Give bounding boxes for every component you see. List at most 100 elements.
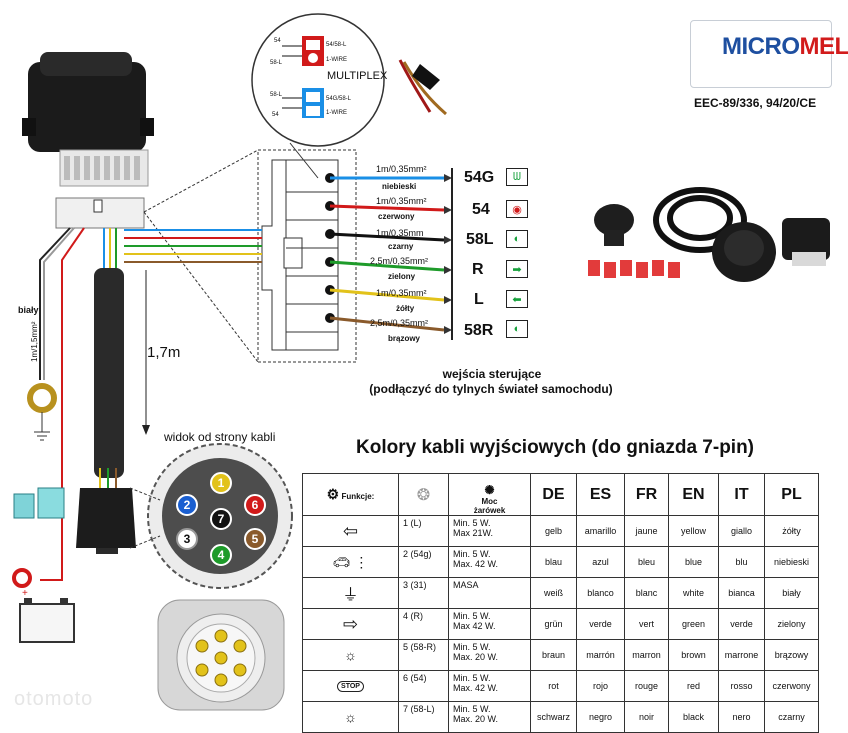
wire-spec-l: 1m/0,35mm² bbox=[376, 288, 427, 298]
name-fr: rouge bbox=[625, 671, 669, 702]
table-row: 🚗︎ ⋮ 2 (54g) Min. 5 W. Max. 42 W. blau a… bbox=[303, 547, 819, 578]
name-fr: noir bbox=[625, 702, 669, 733]
signal-l: L bbox=[474, 291, 484, 309]
functions-label: Funkcje: bbox=[341, 492, 374, 501]
name-fr: blanc bbox=[625, 578, 669, 609]
table-row: STOP 6 (54) Min. 5 W. Max. 42 W. rot roj… bbox=[303, 671, 819, 702]
name-de: grün bbox=[531, 609, 577, 640]
power-cell: Min. 5 W. Max. 42 W. bbox=[449, 547, 531, 578]
table-header-row: ⚙ Funkcje: ❂ ✺ Moc żarówek DE ES FR EN I… bbox=[303, 474, 819, 516]
table-row: ☼ 7 (58-L) Min. 5 W. Max. 20 W. schwarz … bbox=[303, 702, 819, 733]
ground-wire-color: biały bbox=[18, 305, 39, 315]
socket-view-label: widok od strony kabli bbox=[164, 430, 275, 444]
stop-icon: ◉ bbox=[506, 200, 528, 218]
name-it: nero bbox=[719, 702, 765, 733]
pin-cell: 6 (54) bbox=[399, 671, 449, 702]
socket-pin-1: 1 bbox=[210, 472, 232, 494]
cable-clip-image bbox=[400, 60, 446, 114]
wire-spec-r: 2,5m/0,35mm² bbox=[370, 256, 428, 266]
wire-color-58r: brązowy bbox=[388, 334, 420, 343]
socket-icon: ❂ bbox=[417, 487, 430, 504]
power-cell: Min. 5 W. Max 21W. bbox=[449, 516, 531, 547]
wire-color-r: zielony bbox=[388, 272, 415, 281]
name-it: giallo bbox=[719, 516, 765, 547]
name-pl: czarny bbox=[765, 702, 819, 733]
name-en: white bbox=[669, 578, 719, 609]
brand-name-part2: MEL bbox=[800, 33, 848, 60]
left-arrow-icon: ⬅ bbox=[506, 290, 528, 308]
name-en: red bbox=[669, 671, 719, 702]
signal-58l: 58L bbox=[466, 231, 494, 249]
multiplex-pin-54-58l: 54/58-L bbox=[326, 42, 346, 48]
name-pl: biały bbox=[765, 578, 819, 609]
right-arrow-icon: ➡ bbox=[506, 260, 528, 278]
lang-fr: FR bbox=[625, 474, 669, 516]
pin-cell: 3 (31) bbox=[399, 578, 449, 609]
signal-58r: 58R bbox=[464, 322, 493, 340]
name-es: marrón bbox=[577, 640, 625, 671]
table-row: ☼ 5 (58-R) Min. 5 W. Max. 20 W. braun ma… bbox=[303, 640, 819, 671]
pin-cell: 4 (R) bbox=[399, 609, 449, 640]
lang-es: ES bbox=[577, 474, 625, 516]
table-title: Kolory kabli wyjściowych (do gniazda 7-p… bbox=[356, 437, 754, 459]
ground-wire-spec: 1m/1,5mm² bbox=[30, 322, 39, 362]
name-de: gelb bbox=[531, 516, 577, 547]
name-de: braun bbox=[531, 640, 577, 671]
name-fr: bleu bbox=[625, 547, 669, 578]
table-row: ⏚ 3 (31) MASA weiß blanco blanc white bi… bbox=[303, 578, 819, 609]
power-cell: Min. 5 W. Max. 20 W. bbox=[449, 702, 531, 733]
table-row: ⇦ 1 (L) Min. 5 W. Max 21W. gelb amarillo… bbox=[303, 516, 819, 547]
inputs-note-line2: (podłączyć do tylnych świateł samochodu) bbox=[330, 382, 652, 396]
wire-color-54: czerwony bbox=[378, 212, 414, 221]
name-it: bianca bbox=[719, 578, 765, 609]
car-icon: 🚗︎ ⋮ bbox=[303, 547, 399, 578]
multiplex-pin-1wire-top: 1-WIRE bbox=[326, 57, 347, 63]
name-es: verde bbox=[577, 609, 625, 640]
power-cell: MASA bbox=[449, 578, 531, 609]
cable-colors-table: ⚙ Funkcje: ❂ ✺ Moc żarówek DE ES FR EN I… bbox=[302, 473, 819, 733]
fuse-holder-image bbox=[14, 488, 64, 518]
socket-pin-header: ❂ bbox=[399, 474, 449, 516]
pin-cell: 7 (58-L) bbox=[399, 702, 449, 733]
power-cell: Min. 5 W. Max 42 W. bbox=[449, 609, 531, 640]
name-pl: czerwony bbox=[765, 671, 819, 702]
stop-sign-icon: STOP bbox=[303, 671, 399, 702]
gear-icon: ⚙ bbox=[327, 486, 340, 502]
multiplex-pin-54-b: 54 bbox=[272, 112, 279, 118]
brand-name: MICROMEL bbox=[722, 33, 848, 61]
certification-label: EEC-89/336, 94/20/CE bbox=[694, 96, 816, 110]
multiplex-pin-54g-58l: 54G/58-L bbox=[326, 96, 351, 102]
ground-icon: ⏚ bbox=[303, 578, 399, 609]
left-arrow-outline-icon: ⇦ bbox=[303, 516, 399, 547]
connector-block bbox=[262, 160, 338, 350]
signal-r: R bbox=[472, 261, 484, 279]
name-it: rosso bbox=[719, 671, 765, 702]
socket-pin-3: 3 bbox=[176, 528, 198, 550]
pin-cell: 5 (58-R) bbox=[399, 640, 449, 671]
multiplex-pin-58l: 58-L bbox=[270, 60, 282, 66]
name-pl: żółty bbox=[765, 516, 819, 547]
name-it: blu bbox=[719, 547, 765, 578]
multiplex-pin-1wire-bottom: 1-WIRE bbox=[326, 110, 347, 116]
bulb-icon: ✺ bbox=[484, 483, 494, 497]
name-pl: zielony bbox=[765, 609, 819, 640]
power-label: Moc żarówek bbox=[474, 497, 506, 515]
position-light-icon: ◐ bbox=[506, 230, 528, 248]
functions-header: ⚙ Funkcje: bbox=[303, 474, 399, 516]
name-en: brown bbox=[669, 640, 719, 671]
name-en: black bbox=[669, 702, 719, 733]
wire-spec-54: 1m/0,35mm² bbox=[376, 196, 427, 206]
wire-spec-58r: 2,5m/0,35mm² bbox=[370, 318, 428, 328]
socket-pin-4: 4 bbox=[210, 544, 232, 566]
inputs-note-line1: wejścia sterujące bbox=[386, 367, 598, 381]
wire-color-54g: niebieski bbox=[382, 182, 416, 191]
name-de: weiß bbox=[531, 578, 577, 609]
lang-it: IT bbox=[719, 474, 765, 516]
watermark: otomoto bbox=[14, 688, 93, 711]
battery-image: + bbox=[20, 588, 74, 642]
power-cell: Min. 5 W. Max. 20 W. bbox=[449, 640, 531, 671]
pin-cell: 1 (L) bbox=[399, 516, 449, 547]
multiplex-pin-54: 54 bbox=[274, 38, 281, 44]
name-es: azul bbox=[577, 547, 625, 578]
name-es: rojo bbox=[577, 671, 625, 702]
